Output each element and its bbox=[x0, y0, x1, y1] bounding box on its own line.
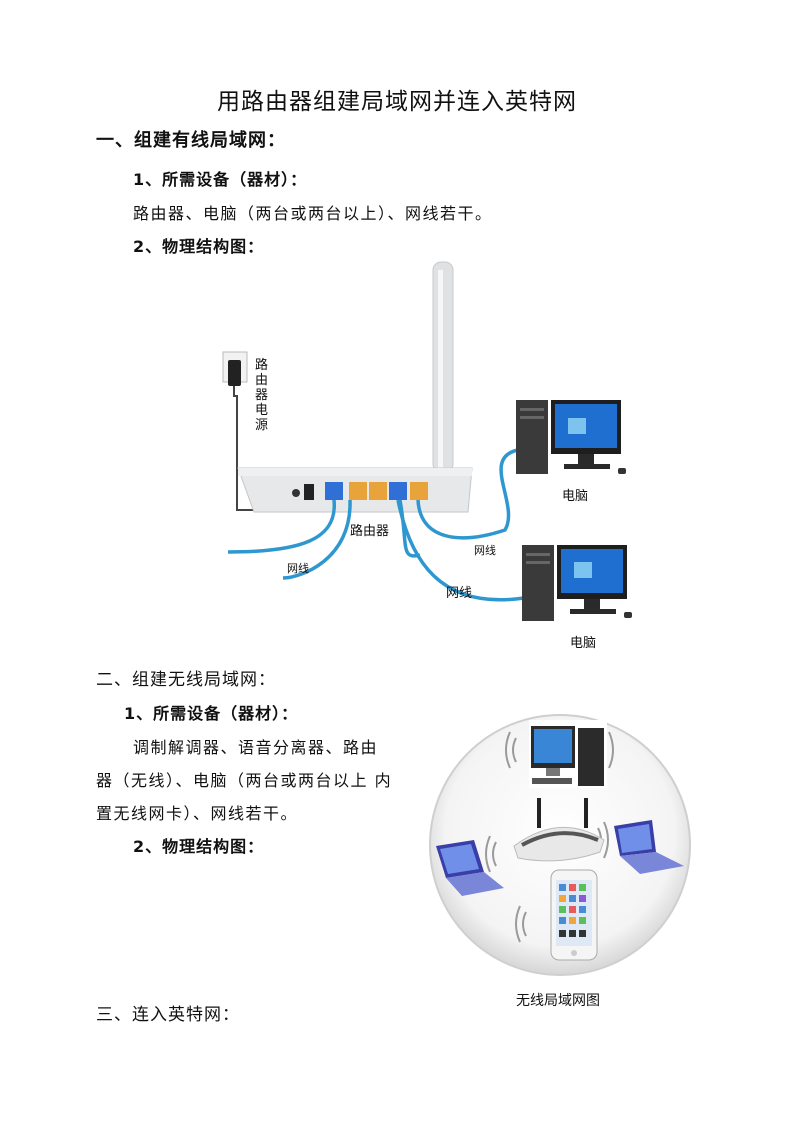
router-label: 路由器 bbox=[350, 524, 390, 539]
section2-equipment-line-3: 置无线网卡）、网线若干。 bbox=[96, 804, 299, 823]
section1-sub1: 1、所需设备（器材）： bbox=[133, 170, 308, 189]
power-label: 路由器电源 bbox=[255, 358, 269, 433]
section2-heading: 二、组建无线局域网： bbox=[96, 670, 276, 690]
section2-equipment-line-2: 器（无线）、电脑（两台或两台以上 内 bbox=[96, 771, 393, 790]
section1-heading: 一、组建有线局域网： bbox=[96, 130, 286, 151]
computer-label-1: 电脑 bbox=[562, 489, 589, 504]
section1-equipment: 路由器、电脑（两台或两台以上）、网线若干。 bbox=[133, 204, 493, 223]
section2-sub1: 1、所需设备（器材）： bbox=[124, 704, 299, 723]
section1-sub2: 2、物理结构图： bbox=[133, 237, 265, 256]
page-title: 用路由器组建局域网并连入英特网 bbox=[217, 89, 577, 115]
cable-label-1: 网线 bbox=[287, 562, 309, 575]
network-cables bbox=[227, 448, 525, 602]
section2-sub2: 2、物理结构图： bbox=[133, 837, 265, 856]
computer-label-2: 电脑 bbox=[570, 636, 597, 651]
wireless-diagram-caption: 无线局域网图 bbox=[516, 993, 600, 1009]
section3-heading: 三、连入英特网： bbox=[96, 1005, 240, 1025]
cable-label-3: 网线 bbox=[446, 586, 473, 601]
cable-label-2: 网线 bbox=[474, 544, 496, 557]
section2-equipment-line-1: 调制解调器、语音分离器、路由 bbox=[133, 738, 379, 757]
computer-icon-2 bbox=[522, 545, 632, 621]
router-icon bbox=[237, 467, 473, 513]
computer-icon-1 bbox=[516, 400, 626, 474]
